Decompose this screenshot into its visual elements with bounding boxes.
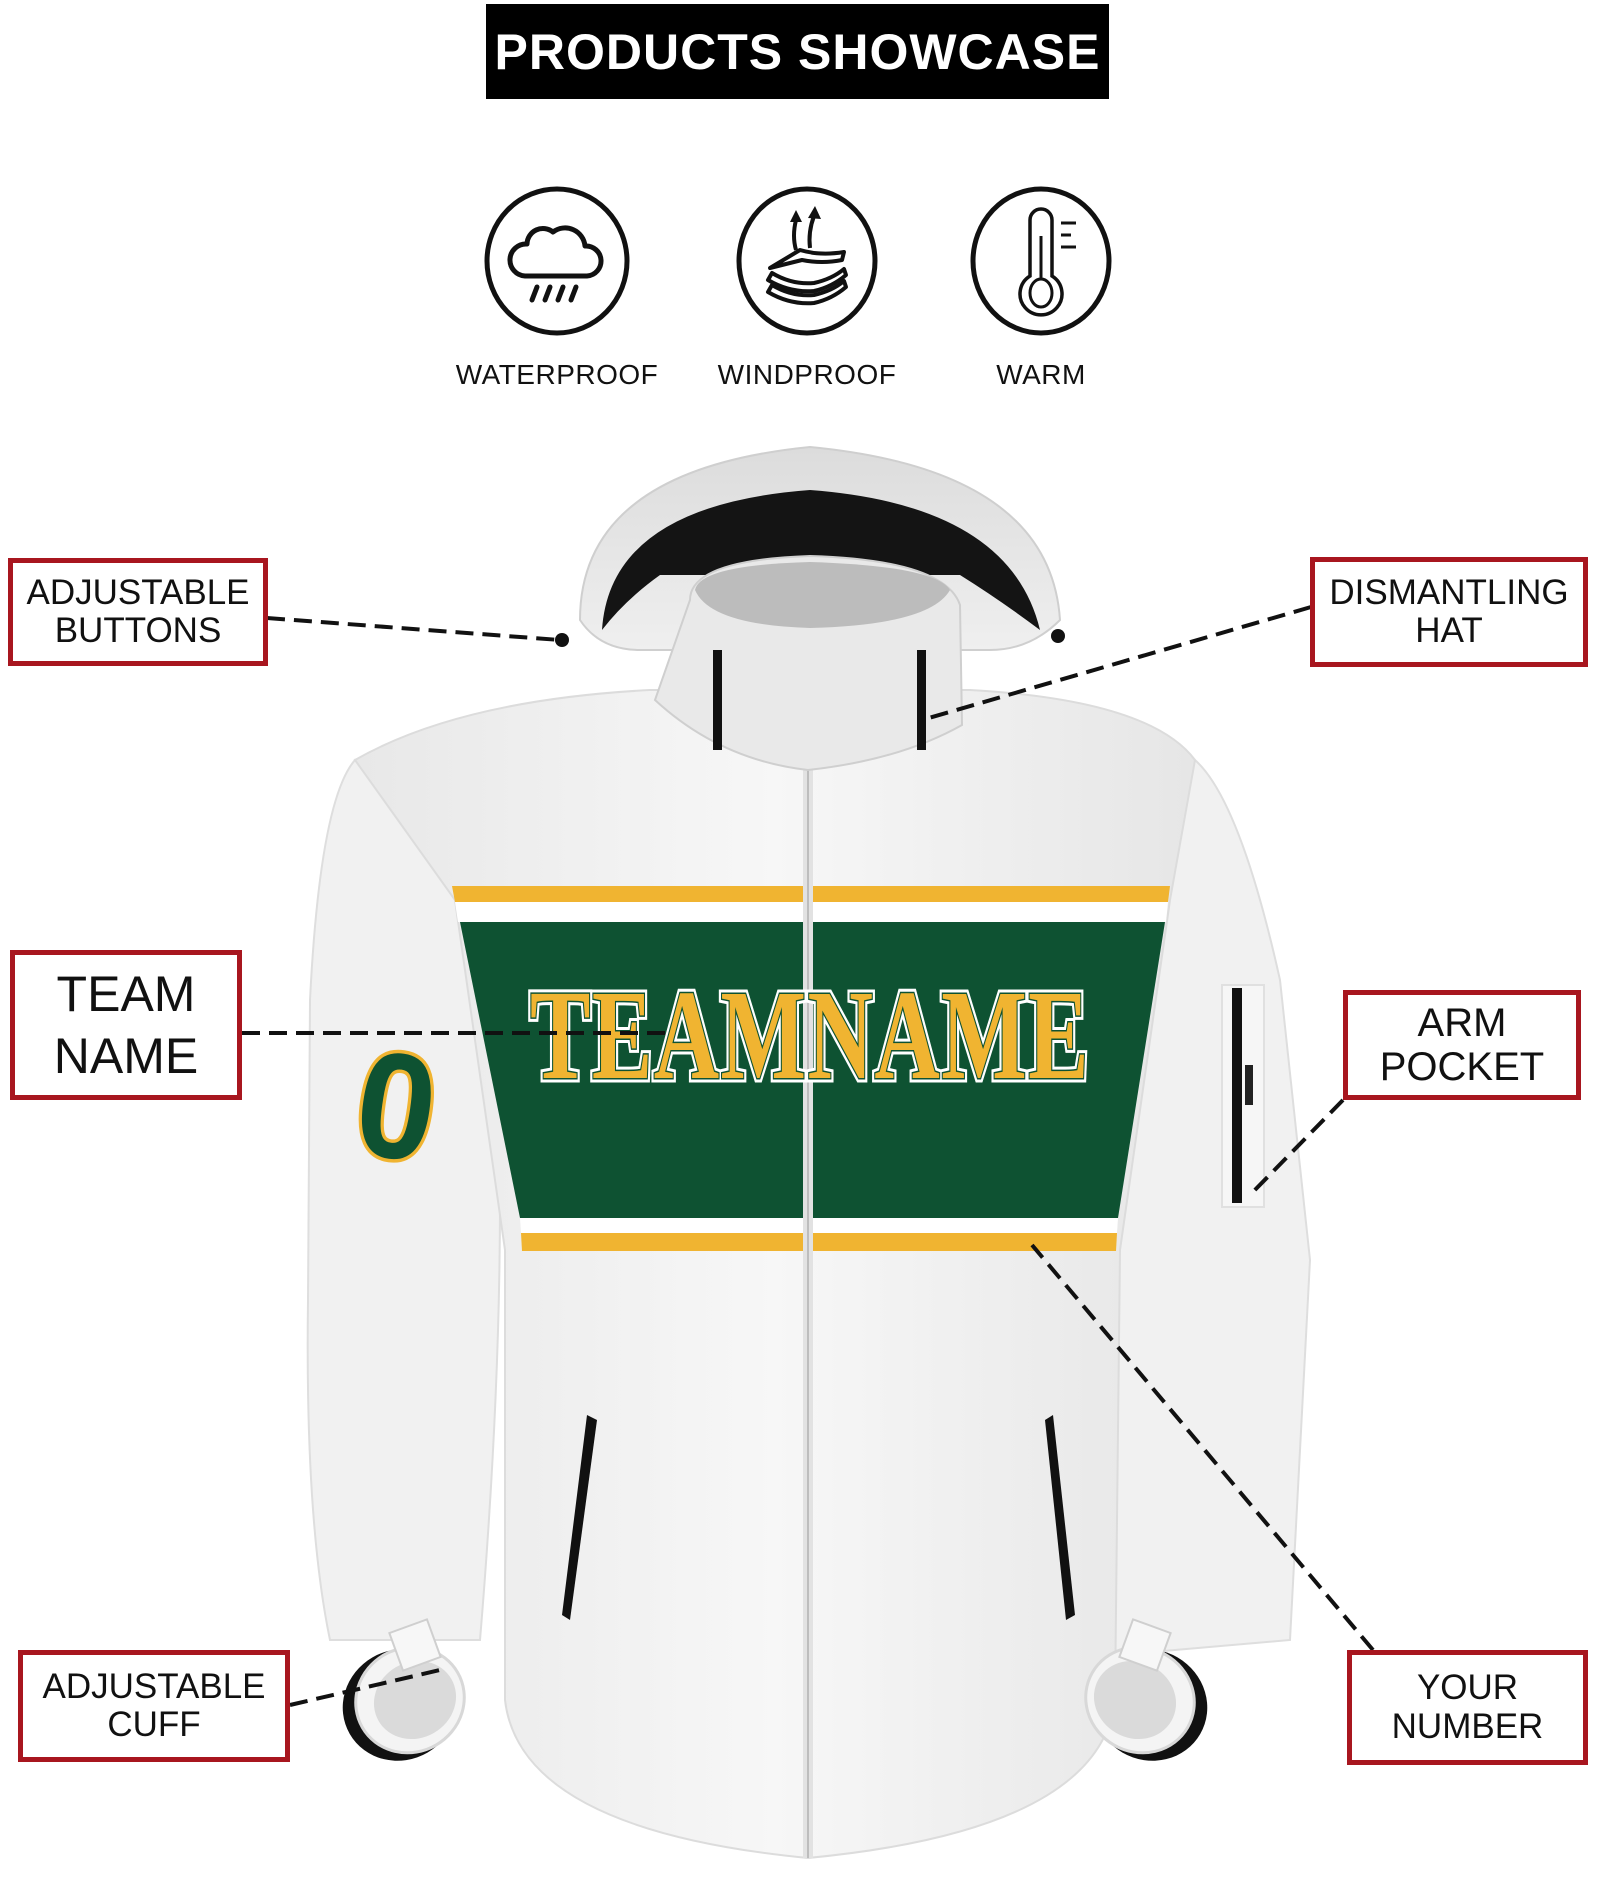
page-title: PRODUCTS SHOWCASE bbox=[494, 23, 1101, 80]
callout-text: NUMBER bbox=[1391, 1706, 1544, 1746]
callout-text: ARM bbox=[1417, 1001, 1507, 1045]
feature-waterproof: WATERPROOF bbox=[447, 186, 667, 391]
callout-dismantling-hat: DISMANTLING HAT bbox=[1310, 557, 1588, 667]
callout-text: POCKET bbox=[1379, 1045, 1545, 1089]
callout-text: HAT bbox=[1415, 611, 1483, 650]
left-sleeve bbox=[306, 758, 502, 1641]
callout-text: CUFF bbox=[107, 1705, 201, 1744]
feature-label: WARM bbox=[996, 359, 1086, 390]
svg-text:TEAMNAME: TEAMNAME bbox=[530, 964, 1090, 1106]
callout-text: ADJUSTABLE bbox=[42, 1666, 266, 1706]
feature-windproof: WINDPROOF bbox=[697, 186, 917, 391]
hood-toggle-right bbox=[1051, 629, 1065, 643]
arm-pocket-zipper bbox=[1221, 984, 1265, 1208]
collar-snaps-left bbox=[713, 650, 722, 750]
hood-toggle-left bbox=[555, 633, 569, 647]
left-cuff bbox=[342, 1618, 466, 1761]
feature-label: WINDPROOF bbox=[717, 359, 897, 390]
callout-team-name: TEAM NAME bbox=[10, 950, 242, 1100]
rain-cloud-icon bbox=[484, 186, 630, 336]
left-hand-pocket bbox=[562, 1415, 597, 1620]
feature-label: WATERPROOF bbox=[455, 359, 659, 390]
hood bbox=[555, 445, 1065, 772]
header-banner: PRODUCTS SHOWCASE bbox=[486, 4, 1109, 99]
thermometer-icon bbox=[970, 186, 1112, 336]
callout-adjustable-buttons: ADJUSTABLE BUTTONS bbox=[8, 558, 268, 666]
callout-text: ADJUSTABLE bbox=[26, 572, 250, 612]
right-cuff bbox=[1084, 1618, 1208, 1761]
callout-text: DISMANTLING bbox=[1329, 572, 1569, 612]
callout-arm-pocket: ARM POCKET bbox=[1343, 990, 1581, 1100]
leader-lines bbox=[242, 605, 1375, 1707]
callout-text: NAME bbox=[53, 1028, 199, 1084]
right-hand-pocket bbox=[1045, 1415, 1075, 1620]
callout-your-number: YOUR NUMBER bbox=[1347, 1650, 1588, 1765]
callout-text: TEAM bbox=[56, 965, 196, 1022]
feature-warm: WARM bbox=[931, 186, 1151, 391]
wind-layers-icon bbox=[736, 186, 878, 336]
callout-text: YOUR bbox=[1416, 1668, 1519, 1707]
collar-snaps-right bbox=[917, 650, 926, 750]
callout-adjustable-cuff: ADJUSTABLE CUFF bbox=[18, 1650, 290, 1762]
callout-text: BUTTONS bbox=[54, 611, 222, 650]
